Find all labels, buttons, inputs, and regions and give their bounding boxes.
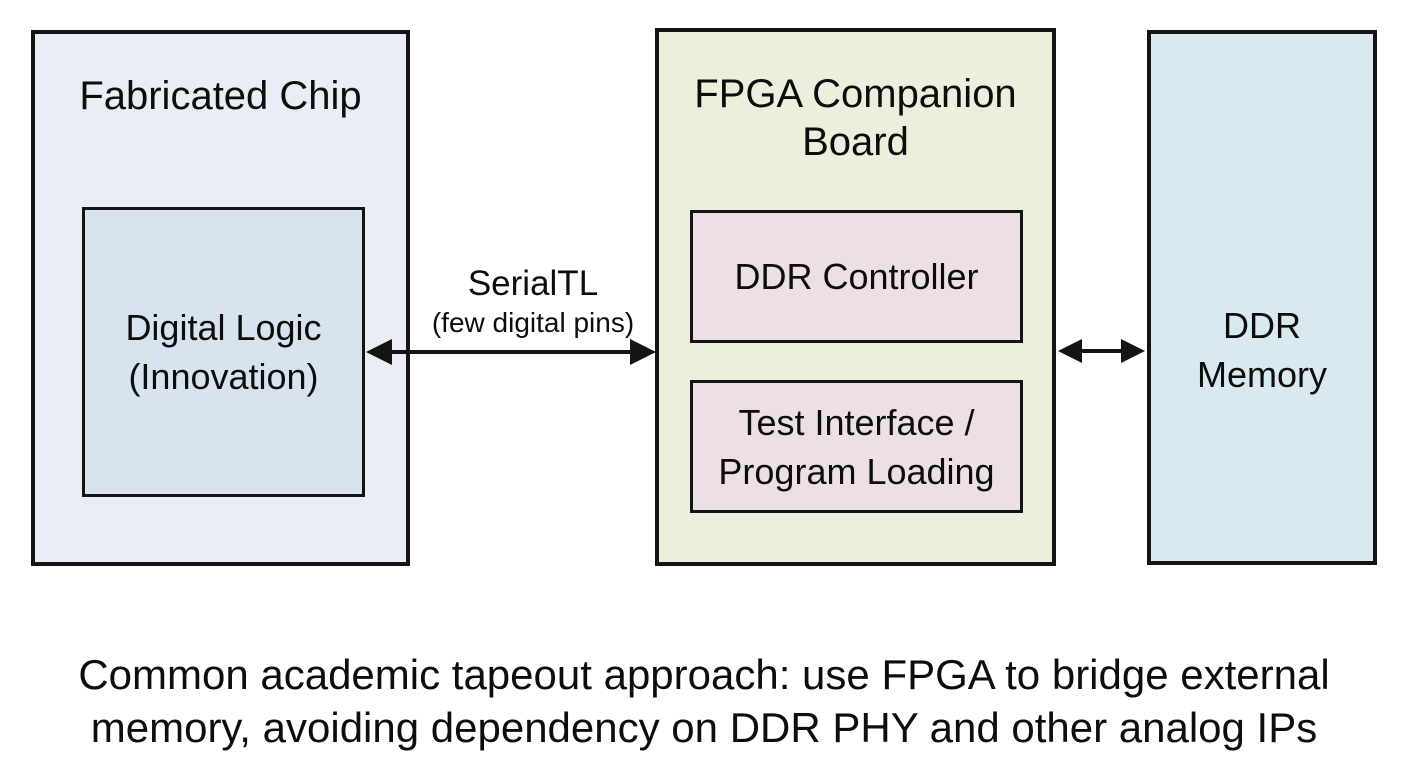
caption-line1: Common academic tapeout approach: use FP… bbox=[78, 651, 1330, 698]
test-interface-label-line2: Program Loading bbox=[718, 450, 995, 492]
test-interface-box: Test Interface / Program Loading bbox=[690, 380, 1023, 513]
ddr-controller-box: DDR Controller bbox=[690, 210, 1023, 343]
ddr-memory-label-line2: Memory bbox=[1196, 353, 1327, 395]
digital-logic-label-line2: (Innovation) bbox=[128, 356, 319, 397]
serialtl-sublabel: (few digital pins) bbox=[431, 307, 635, 338]
test-interface-label-line1: Test Interface / bbox=[738, 401, 975, 443]
fpga-board-title: FPGA Companion Board bbox=[659, 32, 1052, 166]
serialtl-label: SerialTL bbox=[467, 264, 599, 303]
fpga-board-title-line2: Board bbox=[802, 120, 909, 164]
serialtl-link-labels: SerialTL (few digital pins) bbox=[411, 262, 655, 340]
fpga-to-ddr-arrow bbox=[1058, 339, 1145, 363]
digital-logic-label-line1: Digital Logic bbox=[125, 307, 322, 348]
caption-line2: memory, avoiding dependency on DDR PHY a… bbox=[90, 704, 1318, 751]
ddr-memory-label-line1: DDR bbox=[1223, 304, 1301, 346]
ddr-memory-box: DDR Memory bbox=[1147, 30, 1377, 565]
diagram-caption: Common academic tapeout approach: use FP… bbox=[0, 648, 1408, 754]
fpga-board-title-line1: FPGA Companion bbox=[694, 72, 1017, 116]
ddr-controller-label: DDR Controller bbox=[734, 256, 979, 297]
fabricated-chip-title: Fabricated Chip bbox=[79, 74, 362, 118]
digital-logic-box: Digital Logic (Innovation) bbox=[82, 207, 365, 497]
